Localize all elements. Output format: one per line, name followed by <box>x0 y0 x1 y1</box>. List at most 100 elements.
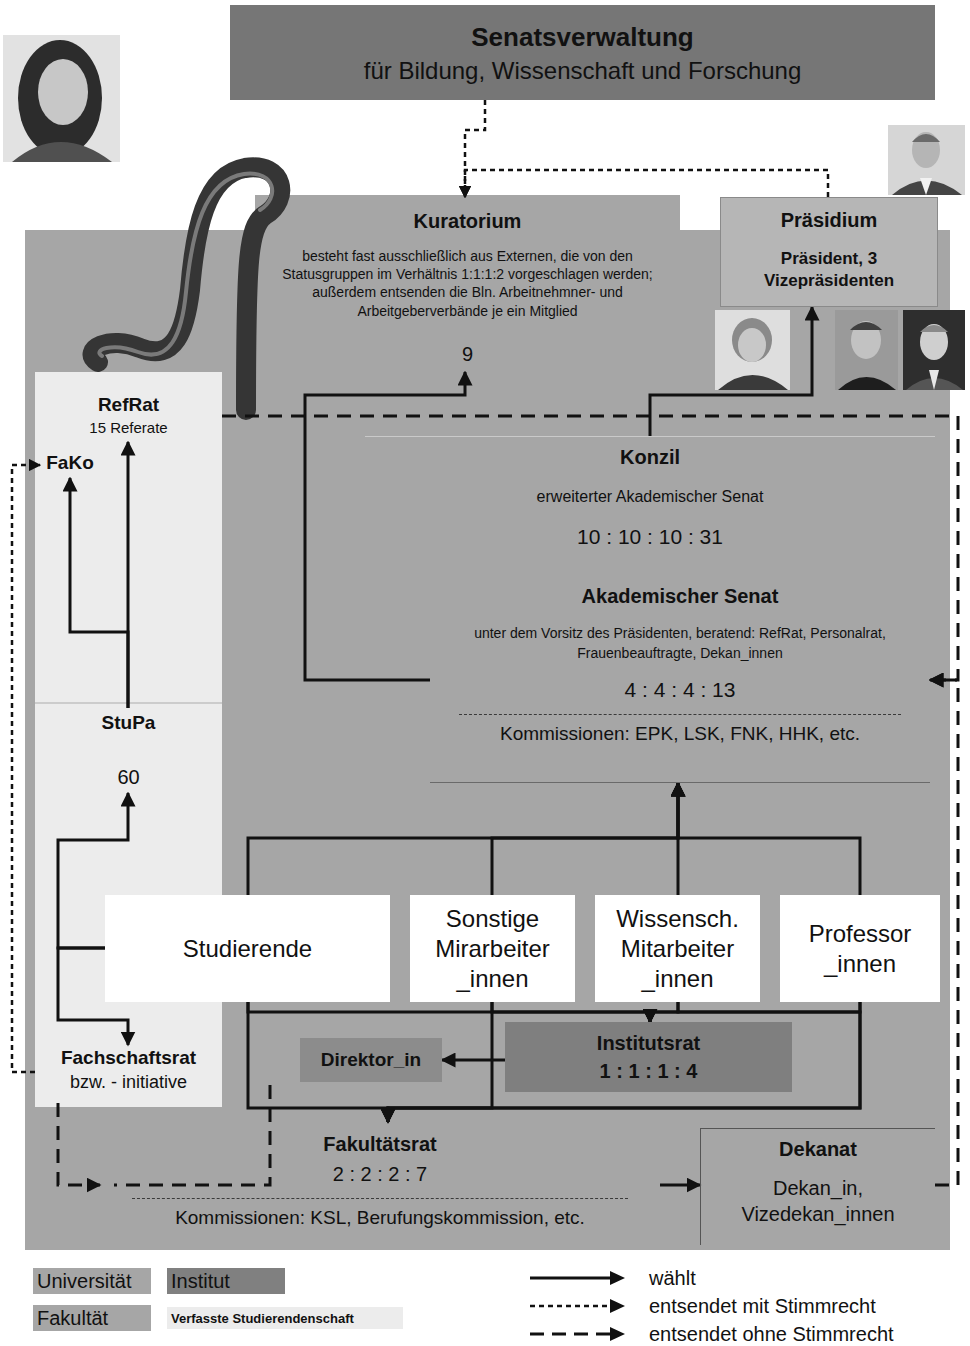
legend-text: entsendet mit Stimmrecht <box>649 1295 876 1318</box>
legend-row: entsendet ohne Stimmrecht <box>645 1321 945 1346</box>
legend-line-dashed <box>530 1333 612 1336</box>
university-ground <box>25 230 950 1250</box>
elects-arrow <box>492 1002 650 1022</box>
committee-box: FaKo <box>40 452 100 478</box>
delegates-advisory-arrow <box>58 1103 100 1185</box>
portrait-photo <box>3 35 120 162</box>
legend-text: Fakultät <box>37 1307 108 1330</box>
legend-arrowhead <box>610 1271 625 1285</box>
delegates-voting-arrow <box>465 170 828 197</box>
portrait-photo <box>835 310 898 390</box>
portrait-hair <box>912 134 940 142</box>
legend-swatch: Fakultät <box>33 1305 151 1331</box>
delegates-voting-arrow <box>465 100 485 197</box>
portrait-shirt <box>920 178 932 195</box>
delegates-advisory-arrow <box>222 416 958 680</box>
node-text: Dekan_in, Vizedekan_innen <box>707 1175 929 1227</box>
node-text: 10 : 10 : 10 : 31 <box>577 524 723 549</box>
node-heading: Direktor_in <box>321 1049 421 1072</box>
separator-line <box>459 714 901 715</box>
status-group-box: Studierende <box>105 895 390 1002</box>
student-council-box: Fachschaftsratbzw. - initiative <box>35 1045 222 1103</box>
elects-arrow <box>70 478 128 708</box>
portrait-shirt <box>929 370 939 390</box>
node-heading: StuPa <box>102 712 156 735</box>
elects-arrow <box>442 1059 505 1062</box>
legend-text: Verfasste Studierendenschaft <box>171 1311 354 1326</box>
institute-council-box: Institutsrat1 : 1 : 1 : 4 <box>505 1022 792 1092</box>
node-text: bzw. - initiative <box>70 1072 187 1094</box>
node-heading: Institutsrat <box>597 1031 700 1055</box>
portrait-face <box>38 59 88 125</box>
elects-arrow <box>248 783 678 895</box>
node-heading: Fachschaftsrat <box>61 1047 196 1070</box>
elects-arrow <box>388 1002 860 1122</box>
status-group-box: Professor _innen <box>780 895 940 1002</box>
portrait-photo <box>888 125 965 195</box>
worm-highlight <box>99 174 272 356</box>
node-heading: Akademischer Senat <box>582 584 779 608</box>
board-tab <box>255 195 680 235</box>
node-text: 2 : 2 : 2 : 7 <box>333 1162 428 1186</box>
node-text: 15 Referate <box>89 419 167 437</box>
portrait-hair <box>850 322 882 330</box>
node-heading: Professor _innen <box>786 919 934 979</box>
legend-row: entsendet mit Stimmrecht <box>645 1293 945 1319</box>
node-text: 4 : 4 : 4 : 13 <box>625 677 736 702</box>
portrait-face <box>920 324 948 360</box>
separator-line <box>132 1198 629 1199</box>
node-heading: Wissensch. Mitarbeiter _innen <box>601 904 754 994</box>
node-heading: Kuratorium <box>414 209 522 233</box>
ministry-band: Senatsverwaltung für Bildung, Wissenschaf… <box>230 5 935 100</box>
node-heading: Senatsverwaltung <box>471 22 694 53</box>
legend-line-dotted <box>530 1305 612 1308</box>
legend-row: wählt <box>645 1265 945 1291</box>
senate-box: Akademischer Senat unter dem Vorsitz des … <box>430 578 930 783</box>
legend-text: wählt <box>649 1267 696 1290</box>
faculty-council-box: Fakultätsrat 2 : 2 : 2 : 7 Kommissionen: K… <box>100 1122 660 1247</box>
portrait-photo <box>715 310 790 390</box>
status-group-box: Sonstige Mirarbeiter _innen <box>410 895 575 1002</box>
worm-illustration <box>93 167 281 410</box>
node-text: für Bildung, Wissenschaft und Forschung <box>364 57 802 86</box>
elects-arrow <box>678 783 860 895</box>
presidium-box: PräsidiumPräsident, 3 Vizepräsidenten <box>720 197 938 307</box>
portrait-shoulders <box>12 142 112 162</box>
elects-arrow <box>492 783 678 895</box>
assembly-box: Konzilerweiterter Akademischer Senat10 :… <box>365 436 935 562</box>
node-text: besteht fast ausschließlich aus Externen… <box>268 247 668 320</box>
portrait-shoulders <box>838 377 896 390</box>
node-text: Präsident, 3 Vizepräsidenten <box>729 248 929 292</box>
node-text: unter dem Vorsitz des Präsidenten, berat… <box>440 624 920 663</box>
legend-line-solid <box>530 1277 612 1280</box>
node-heading: Fakultätsrat <box>323 1132 436 1156</box>
node-text: 9 <box>462 342 473 366</box>
portrait-face <box>738 328 766 362</box>
status-group-box: Wissensch. Mitarbeiter _innen <box>595 895 760 1002</box>
portrait-hair <box>18 40 102 156</box>
legend-text: Institut <box>171 1270 230 1293</box>
elects-arrow <box>388 1002 860 1122</box>
legend-text: Universität <box>37 1270 131 1293</box>
legend-arrowhead <box>610 1327 625 1341</box>
node-heading: Sonstige Mirarbeiter _innen <box>416 904 569 994</box>
node-heading: Dekanat <box>779 1137 857 1161</box>
portrait-hair <box>732 318 772 362</box>
node-heading: RefRat <box>98 394 159 417</box>
legend-swatch: Universität <box>33 1268 151 1294</box>
board-box: Kuratorium besteht fast ausschließlich au… <box>255 197 680 372</box>
elects-arrow <box>660 1184 700 1187</box>
council-box: RefRat 15 Referate <box>35 392 222 442</box>
elects-arrow <box>305 372 465 680</box>
portrait-photo <box>903 310 965 390</box>
legend-arrowhead <box>610 1299 625 1313</box>
portrait-face <box>912 132 940 168</box>
legend-text: entsendet ohne Stimmrecht <box>649 1323 894 1346</box>
node-text: Kommissionen: EPK, LSK, FNK, HHK, etc. <box>500 723 860 746</box>
director-box: Direktor_in <box>300 1038 442 1082</box>
node-heading: Konzil <box>620 445 680 469</box>
portrait-hair <box>920 325 948 332</box>
node-text: Kommissionen: KSL, Berufungskommission, … <box>175 1207 585 1230</box>
legend-swatch: Verfasste Studierendenschaft <box>167 1307 403 1329</box>
